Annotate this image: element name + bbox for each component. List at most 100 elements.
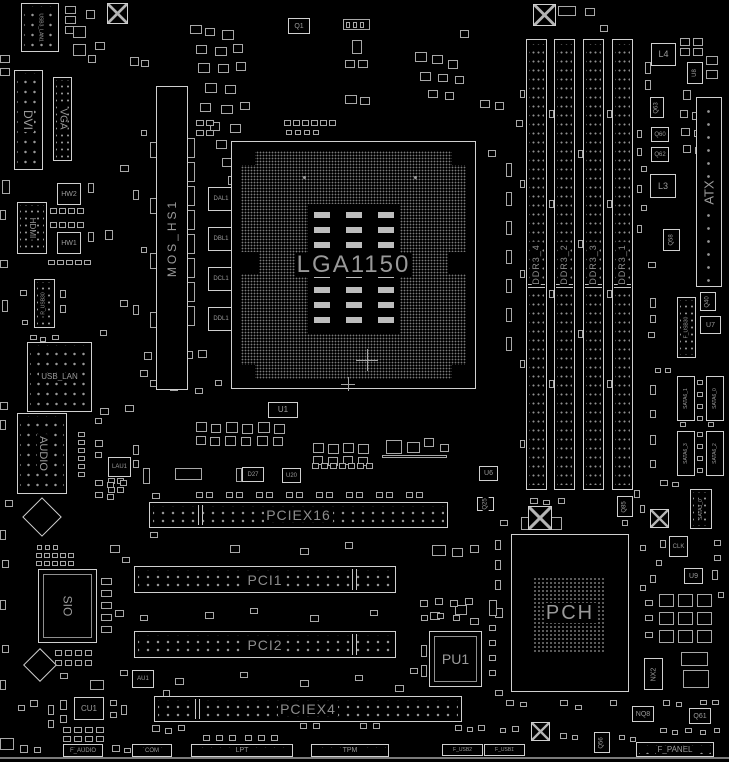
slot-pci2: PCI2 [134,631,396,658]
part [678,630,693,643]
part [660,540,666,548]
part [700,730,706,735]
part [226,492,233,498]
part [712,570,718,580]
part [708,422,714,427]
part [455,605,467,615]
part [607,380,612,388]
part [455,725,462,731]
socket-center-pad [378,287,394,293]
part [115,610,124,617]
part [150,532,158,538]
usb3-lan-stack-label: USB3_LAN1 [37,11,44,44]
part [0,420,6,430]
part [273,437,283,446]
part [53,545,58,550]
part [34,747,41,753]
sata6-0-connector: SATA6_0 [706,376,724,421]
part [105,230,113,240]
board-edge [0,757,729,759]
socket-center-pad [378,227,394,233]
part [85,660,92,666]
vrm-heatsink-mos-hs1: MOS_HS1 [156,86,188,390]
part [495,580,501,590]
part [216,140,227,149]
part [607,200,612,208]
f-panel-header: F_PANEL [636,742,714,757]
chip-u1: U1 [268,402,298,418]
part [640,585,646,591]
part [420,72,431,81]
part [178,725,185,731]
part [683,145,691,153]
part [506,337,512,351]
part [489,640,496,646]
part [460,30,469,38]
part [360,22,364,28]
part [78,448,85,453]
part [45,545,50,550]
part [48,720,54,728]
part [360,97,370,105]
choke-ddl1: DDL1 [208,307,234,331]
part [656,560,662,566]
part [558,498,565,504]
part [345,60,355,68]
socket-center-pad [378,317,394,323]
part [714,540,721,546]
chip-u8: U8 [687,62,703,84]
part [95,452,102,458]
sata6-1-connector-label: SATA6_1 [682,386,689,411]
part [506,700,514,706]
part [95,42,105,50]
part [328,444,339,454]
vga-connector-label: VGA [57,106,69,132]
part [506,163,512,177]
part [634,490,640,498]
fiducial-box [531,722,550,741]
part [506,308,512,322]
part [330,463,337,469]
part [353,22,357,28]
part [78,472,85,477]
chip-d27: D27 [242,467,264,482]
slot-pci1: PCI1 [134,566,396,593]
part [240,102,250,110]
part [216,735,223,741]
part [697,612,712,625]
part [284,120,291,126]
sata6-0-connector-label: SATA6_0 [711,386,718,411]
super-io-chip: SIO [38,569,97,643]
part [373,723,380,729]
part [96,736,104,742]
part [225,436,236,446]
chip-q1: Q1 [288,18,310,34]
cpu-socket-label: LGA1150 [294,251,413,278]
part [339,463,346,469]
part [133,305,139,315]
part [77,222,84,228]
f-audio-header-label: F_AUDIO [67,747,98,754]
part [697,456,703,461]
part [428,90,438,98]
part [96,727,104,733]
part [415,52,427,62]
chip-nx2: NX2 [644,658,663,690]
slot-key-notch [352,634,357,655]
chip-lau1: LAU1 [108,457,131,477]
part [432,545,446,556]
part [117,487,124,493]
part [205,612,214,619]
part [448,60,458,69]
dimm-ddr3-2: DDR3_2 [554,39,575,490]
part [352,40,362,54]
part [440,444,449,452]
f-usb30-header: F_USB30 [677,297,696,358]
part [357,463,364,469]
part [57,260,64,265]
dvi-connector-label: DVI [21,107,36,133]
part [452,548,463,557]
tpm-header: TPM [311,744,389,757]
usb3-lan-stack: USB3_LAN1 [21,3,59,52]
socket-notch [241,151,255,165]
